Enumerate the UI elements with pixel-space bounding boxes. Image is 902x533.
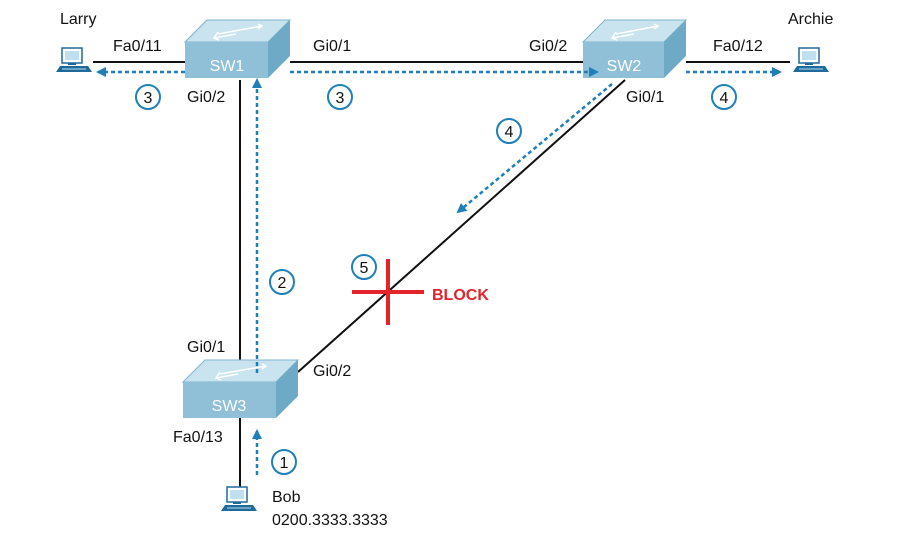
host-bob[interactable]: Bob 0200.3333.3333	[220, 486, 388, 529]
host-archie[interactable]: Archie	[788, 11, 833, 73]
step-1: 1	[271, 449, 297, 475]
port-sw3-fa013: Fa0/13	[173, 429, 223, 446]
svg-text:3: 3	[336, 90, 345, 107]
sw2-label: SW2	[607, 58, 642, 75]
port-sw2-fa012: Fa0/12	[713, 38, 763, 55]
step-4-diag: 4	[496, 118, 522, 144]
block-marker: BLOCK	[352, 259, 489, 325]
step-4-right: 4	[711, 84, 737, 110]
bob-label: Bob	[272, 489, 301, 506]
switch-sw2[interactable]: SW2	[581, 19, 688, 78]
port-sw3-gi02: Gi0/2	[313, 363, 351, 380]
sw3-label: SW3	[212, 398, 247, 415]
switch-sw1[interactable]: SW1	[183, 19, 292, 78]
flow-arrows	[96, 67, 782, 475]
links	[93, 61, 790, 487]
port-labels: Fa0/11 Gi0/1 Gi0/2 Gi0/2 Fa0/12 Gi0/1 Gi…	[113, 38, 763, 446]
block-label: BLOCK	[432, 287, 489, 304]
sw1-label: SW1	[210, 58, 245, 75]
port-sw3-gi01: Gi0/1	[187, 339, 225, 356]
svg-text:1: 1	[280, 455, 289, 472]
port-sw1-gi01: Gi0/1	[313, 38, 351, 55]
step-5: 5	[351, 254, 377, 280]
step-3-right: 3	[327, 84, 353, 110]
step-markers: 1 2 3 3 4 4 5	[135, 84, 737, 475]
port-sw2-gi02: Gi0/2	[529, 38, 567, 55]
port-sw2-gi01: Gi0/1	[626, 89, 664, 106]
svg-text:4: 4	[720, 90, 729, 107]
svg-text:5: 5	[360, 260, 369, 277]
link-sw2-sw3	[297, 79, 626, 373]
port-sw1-gi02: Gi0/2	[187, 89, 225, 106]
switch-sw3[interactable]: SW3	[181, 359, 300, 418]
port-sw1-fa011: Fa0/11	[113, 38, 162, 55]
archie-label: Archie	[788, 11, 833, 28]
svg-text:3: 3	[144, 90, 153, 107]
svg-text:2: 2	[278, 275, 287, 292]
svg-text:4: 4	[505, 124, 514, 141]
step-2: 2	[269, 269, 295, 295]
step-3-left: 3	[135, 84, 161, 110]
host-larry[interactable]: Larry	[55, 11, 96, 73]
flow-arrow-4-diag	[456, 83, 613, 214]
larry-label: Larry	[60, 11, 96, 28]
bob-mac-label: 0200.3333.3333	[272, 512, 388, 529]
